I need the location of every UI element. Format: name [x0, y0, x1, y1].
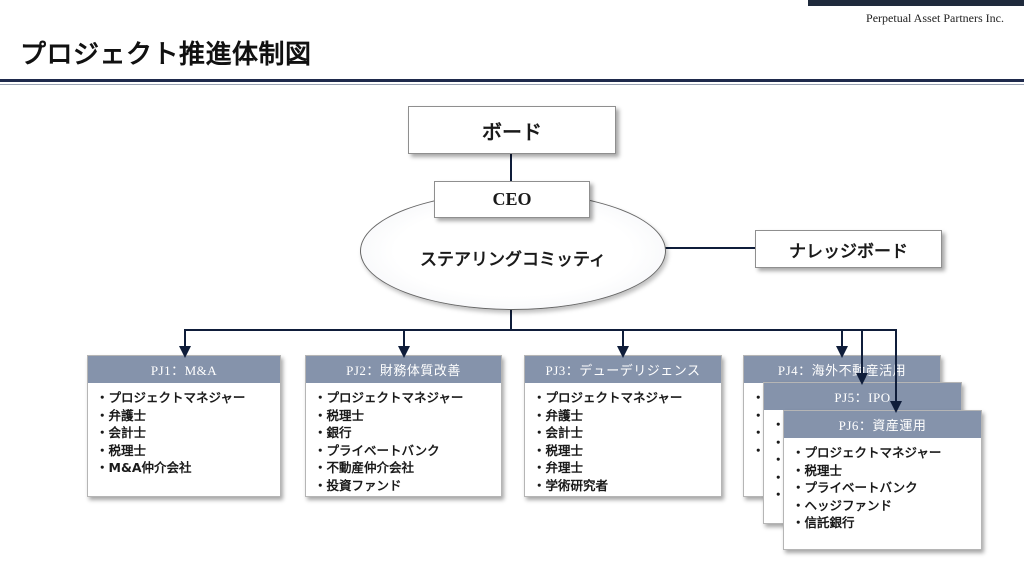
member-item: プロジェクトマネジャー — [792, 444, 981, 462]
top-accent-bar — [808, 0, 1024, 6]
steering-committee-label: ステアリングコミッティ — [420, 249, 606, 270]
project-title: PJ1：M&A — [88, 356, 280, 383]
member-item: プロジェクトマネジャー — [533, 389, 721, 407]
project-title: PJ4：海外不動産活用 — [744, 356, 940, 383]
member-item: プロジェクトマネジャー — [314, 389, 501, 407]
member-item: 弁理士 — [533, 459, 721, 477]
member-item: 不動産仲介会社 — [314, 459, 501, 477]
project-box-pj1: PJ1：M&A プロジェクトマネジャー 弁護士 会計士 税理士 M&A仲介会社 — [87, 355, 281, 497]
member-item: 会計士 — [96, 424, 280, 442]
project-title: PJ5：IPO — [764, 383, 961, 410]
project-title: PJ2：財務体質改善 — [306, 356, 501, 383]
member-item: 銀行 — [314, 424, 501, 442]
member-item: 税理士 — [314, 407, 501, 425]
member-item: プロジェクトマネジャー — [96, 389, 280, 407]
member-item: 学術研究者 — [533, 477, 721, 495]
member-item: 税理士 — [533, 442, 721, 460]
board-box: ボード — [408, 106, 616, 154]
project-box-pj6: PJ6：資産運用 プロジェクトマネジャー 税理士 プライベートバンク ヘッジファ… — [783, 410, 982, 550]
member-item: 投資ファンド — [314, 477, 501, 495]
project-box-pj2: PJ2：財務体質改善 プロジェクトマネジャー 税理士 銀行 プライベートバンク … — [305, 355, 502, 497]
member-item: 弁護士 — [96, 407, 280, 425]
member-item: プライベートバンク — [314, 442, 501, 460]
member-item: プライベートバンク — [792, 479, 981, 497]
member-item: 税理士 — [96, 442, 280, 460]
project-title: PJ3：デューデリジェンス — [525, 356, 721, 383]
ceo-box: CEO — [434, 181, 590, 218]
member-item: ヘッジファンド — [792, 497, 981, 515]
member-item: 弁護士 — [533, 407, 721, 425]
page-title: プロジェクト推進体制図 — [20, 40, 312, 70]
member-item: 会計士 — [533, 424, 721, 442]
project-title: PJ6：資産運用 — [784, 411, 981, 438]
title-rule — [0, 79, 1024, 82]
member-item: 信託銀行 — [792, 514, 981, 532]
member-item: 税理士 — [792, 462, 981, 480]
member-item: M&A仲介会社 — [96, 459, 280, 477]
knowledge-board-box: ナレッジボード — [755, 230, 942, 268]
title-rule-thin — [0, 84, 1024, 85]
project-box-pj3: PJ3：デューデリジェンス プロジェクトマネジャー 弁護士 会計士 税理士 弁理… — [524, 355, 722, 497]
company-name: Perpetual Asset Partners Inc. — [866, 11, 1004, 25]
